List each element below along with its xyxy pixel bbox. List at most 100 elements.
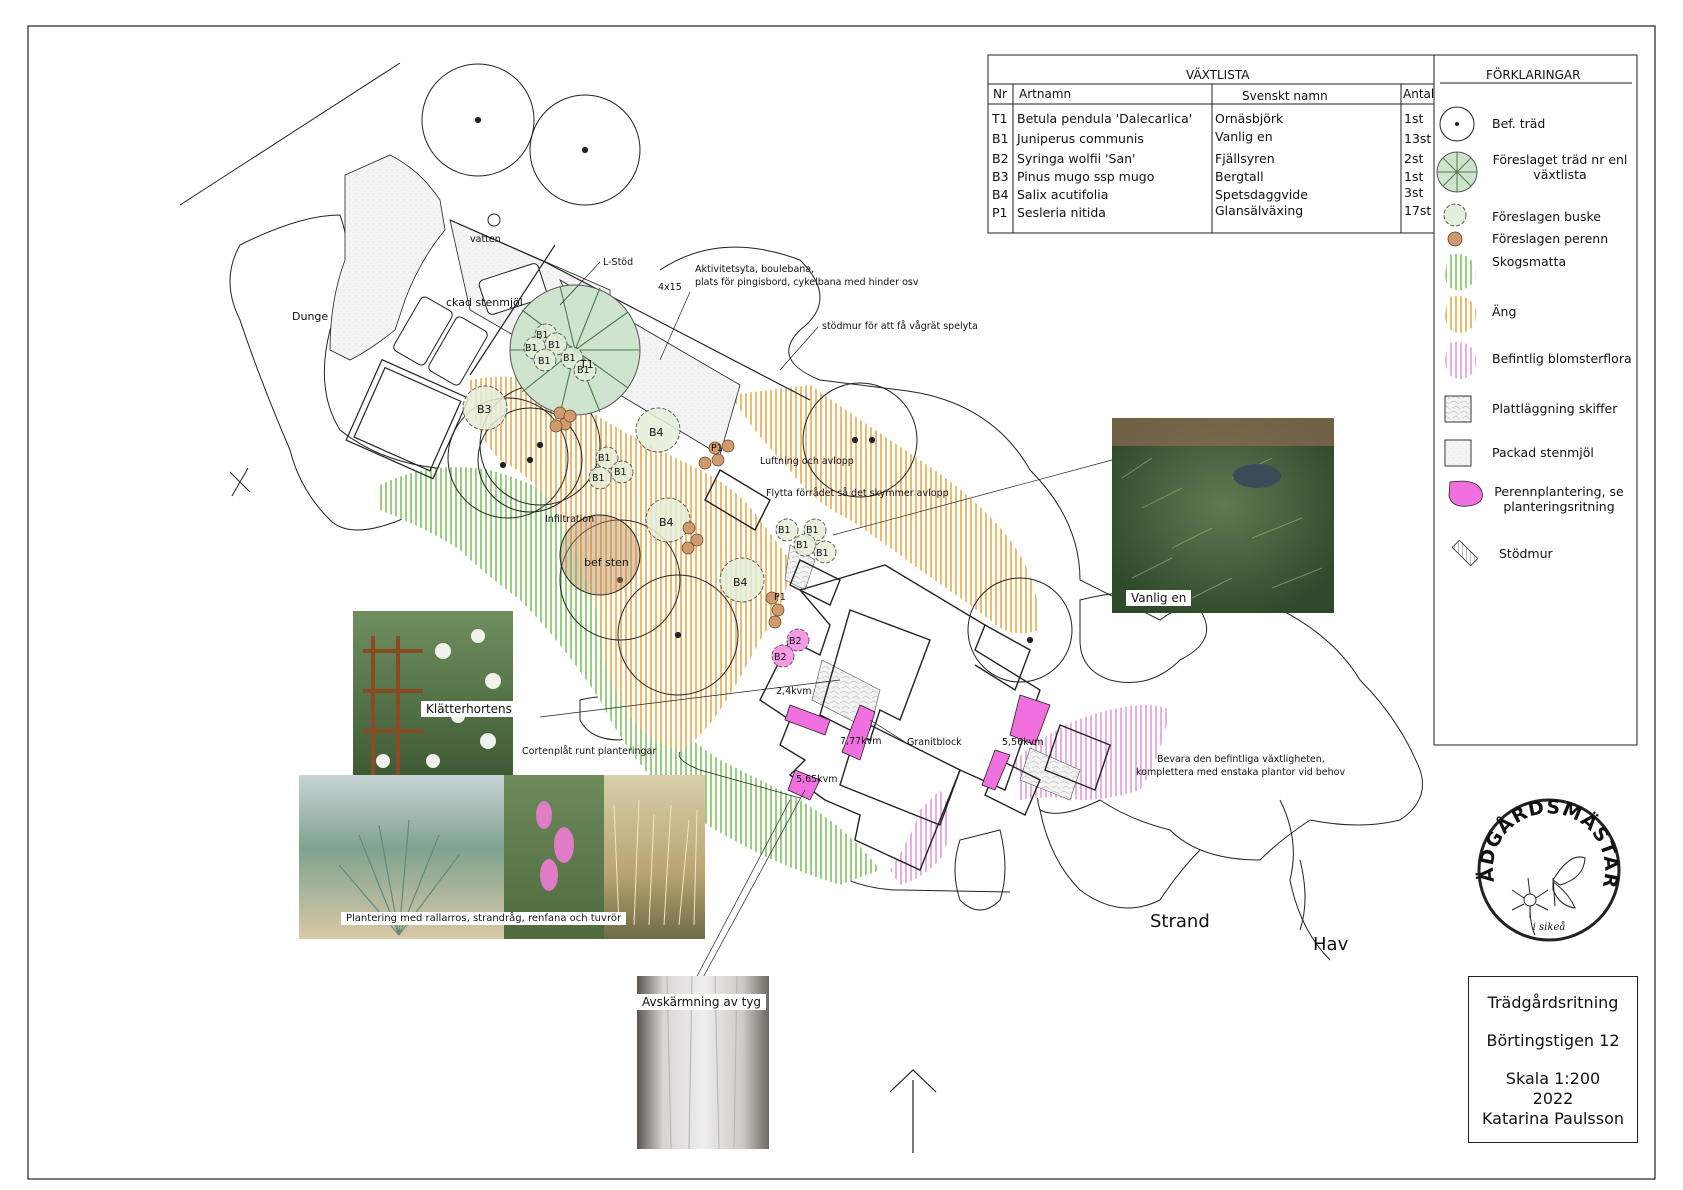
svg-text:2st: 2st [1404,151,1423,166]
col-antal: Antal [1403,87,1434,101]
table-row: B4 Salix acutifolia Spetsdaggvide 3st [992,185,1423,202]
marker-b1: B1 [806,525,819,536]
label-strand: Strand [1150,911,1210,932]
forest-mat-swatch-icon [1445,253,1476,291]
proposed-perennials [549,406,785,629]
plant-markers: T1 B3 B4 B4 B4 B1 B1 B1 B1 B1 B1 B1 B1 B… [477,330,829,663]
marker-b1: B1 [592,473,605,484]
label-area-1: 2,4kvm [776,686,812,697]
title-address: Börtingstigen 12 [1486,1031,1620,1050]
label-area-3: 5,65kvm [796,774,838,785]
label-flytta: Flytta förrådet så det skymmer avlopp [766,488,949,499]
marker-b1: B1 [796,540,809,551]
table-row: P1 Sesleria nitida Glansälväxing 17st [992,203,1431,220]
legend-existing-tree: Bef. träd [1492,116,1545,131]
label-vatten: vatten [470,234,501,245]
meadow-swatch-icon [1445,295,1477,334]
label-stodmur: stödmur för att få vågrät spelyta [822,321,978,332]
juniper-image [1112,418,1334,613]
photo-hydrangea: Klätterhortensia [353,611,513,778]
label-area-4: 5,56kvm [1002,737,1044,748]
svg-text:Fjällsyren: Fjällsyren [1215,151,1275,166]
legend-perennial-planting: Perennplantering, se planteringsritning [1494,484,1624,514]
perennial-beds [784,694,1051,801]
svg-text:13st: 13st [1404,131,1431,146]
label-bevara-2: komplettera med enstaka plantor vid beho… [1136,767,1345,778]
svg-text:Spetsdaggvide: Spetsdaggvide [1215,187,1308,202]
marker-b1: B1 [536,330,549,341]
legend-proposed-perennial: Föreslagen perenn [1492,231,1608,246]
marker-b3: B3 [477,403,492,416]
retaining-walls [449,219,811,401]
svg-text:3st: 3st [1404,185,1423,200]
svg-text:Vanlig en: Vanlig en [1215,129,1273,144]
svg-text:B1: B1 [992,131,1009,146]
title-drawing-type: Trädgårdsritning [1487,993,1619,1012]
photo-caption-junipers: Vanlig en [1126,590,1192,606]
legend-packed-gravel: Packad stenmjöl [1492,445,1594,460]
marker-b2: B2 [774,652,787,663]
legend-retaining-wall: Stödmur [1499,546,1554,561]
svg-text:B2: B2 [992,151,1009,166]
title-block: Trädgårdsritning Börtingstigen 12 Skala … [1468,976,1638,1143]
svg-text:Ornäsbjörk: Ornäsbjörk [1215,111,1284,126]
label-aktivitet-2: plats för pingisbord, cykelbana med hind… [695,277,919,288]
title-scale: Skala 1:200 [1505,1069,1601,1088]
title-author: Katarina Paulsson [1481,1109,1625,1128]
table-row: B3 Pinus mugo ssp mugo Bergtall 1st [992,169,1423,184]
photo-planting: Plantering med rallarros, strandråg, ren… [299,775,705,939]
label-lstod: L-Stöd [603,257,633,268]
north-arrow-icon [889,1069,937,1153]
legend-slate-paving: Plattläggning skiffer [1492,401,1618,416]
col-nr: Nr [993,87,1007,101]
plant-list-title: VÄXTLISTA [1186,67,1250,82]
svg-text:T1: T1 [991,111,1008,126]
legend-proposed-shrub: Föreslagen buske [1492,209,1601,224]
svg-text:P1: P1 [992,205,1008,220]
col-artnamn: Artnamn [1019,87,1071,101]
legend-meadow: Äng [1492,304,1516,319]
svg-text:Sesleria nitida: Sesleria nitida [1017,205,1106,220]
marker-b1: B1 [563,353,576,364]
label-corten: Cortenplåt runt planteringar [522,746,656,757]
marker-p1: P1 [774,592,786,603]
svg-text:B4: B4 [992,187,1009,202]
slate-paving-areas [784,544,1081,801]
label-befsten: bef sten [584,556,629,569]
svg-text:Glansälväxing: Glansälväxing [1215,203,1303,218]
svg-text:Salix acutifolia: Salix acutifolia [1017,187,1108,202]
label-hav: Hav [1313,934,1349,955]
label-aktivitet-1: Aktivitetsyta, boulebana, [695,264,814,275]
retaining-wall-swatch-icon [1451,539,1479,567]
existing-trees [421,63,1073,696]
col-svenskt: Svenskt namn [1242,89,1328,103]
perennial-planting-swatch-icon [1448,480,1483,507]
photo-junipers: Vanlig en [1112,418,1334,613]
butterfly-icon [1552,856,1586,909]
marker-b1: B1 [598,453,611,464]
label-dunge: Dunge [292,310,328,323]
svg-text:Bergtall: Bergtall [1215,169,1264,184]
table-row: B2 Syringa wolfii 'San' Fjällsyren 2st [992,151,1423,166]
proposed-shrub-icon [1443,203,1467,227]
syringa-shrubs [771,628,810,668]
marker-t1: T1 [579,358,594,371]
marker-b1: B1 [525,343,538,354]
svg-text:Juniperus communis: Juniperus communis [1016,131,1144,146]
photo-caption-hydrangea: Klätterhortensia [421,701,513,717]
label-luftning: Luftning och avlopp [760,456,854,467]
stamp-subtext: i sikeå [1533,921,1566,933]
svg-text:Betula pendula 'Dalecarlica': Betula pendula 'Dalecarlica' [1017,111,1192,126]
svg-text:1st: 1st [1404,169,1423,184]
label-granit: Granitblock [907,737,962,748]
photo-caption-curtain: Avskärmning av tyg [637,994,767,1010]
slate-paving-swatch-icon [1444,395,1472,423]
table-row: B1 Juniperus communis Vanlig en 13st [992,129,1431,146]
marker-b4: B4 [659,516,674,529]
proposed-tree-icon [1436,151,1478,193]
marker-b4: B4 [733,576,748,589]
photo-caption-planting: Plantering med rallarros, strandråg, ren… [341,912,627,925]
legend-proposed-tree: Föreslaget träd nr enl växtlista [1492,152,1628,182]
marker-p1: P1 [711,443,723,454]
